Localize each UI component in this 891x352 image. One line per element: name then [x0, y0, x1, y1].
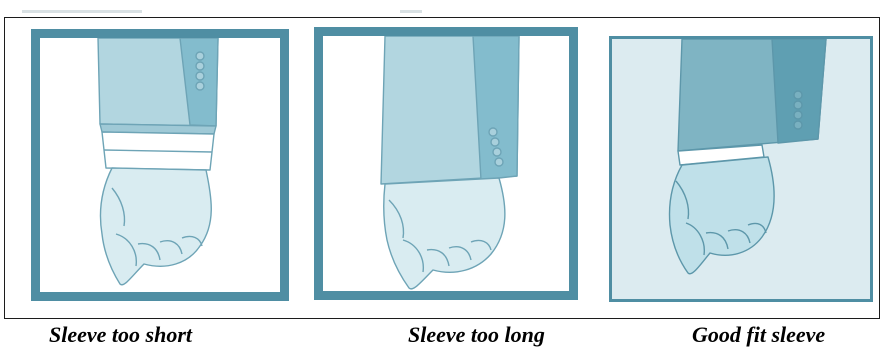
caption-sleeve-too-short: Sleeve too short	[49, 322, 192, 347]
faded-header-mark	[22, 10, 142, 13]
sleeve-fit-panel	[609, 36, 873, 302]
caption-sleeve-too-long: Sleeve too long	[408, 322, 545, 347]
sleeve-fit-illustration	[668, 39, 827, 275]
caption-good-fit-sleeve: Good fit sleeve	[692, 322, 826, 347]
sleeve-long-illustration	[380, 36, 520, 290]
sleeve-short-illustration	[97, 38, 219, 286]
faded-header-mark	[400, 10, 422, 13]
sleeve-short-panel	[31, 29, 289, 301]
sleeve-long-panel	[314, 27, 578, 300]
